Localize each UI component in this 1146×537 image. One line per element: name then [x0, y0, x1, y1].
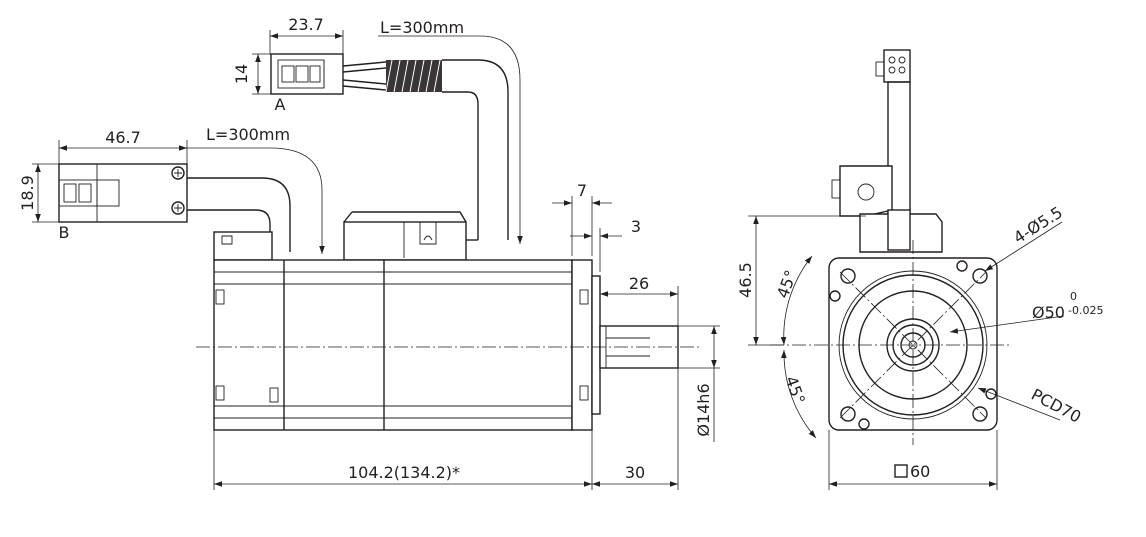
connector-a-letter: A: [275, 95, 286, 114]
shaft-length-label: 26: [629, 274, 649, 293]
connector-b-cable-length-label: L=300mm: [206, 125, 290, 144]
motor-flange: [571, 259, 593, 431]
angle-top-label: 45°: [773, 268, 801, 301]
front-connector-a: [883, 49, 911, 83]
mounting-hole: [840, 406, 856, 422]
square-size-label: 60: [910, 462, 930, 481]
connector-a-cable: [442, 59, 509, 240]
shaft-total-length-label: 30: [625, 463, 645, 482]
connector-a-height-label: 14: [232, 64, 251, 84]
front-connector-b: [839, 165, 893, 217]
connector-b-height-label: 18.9: [18, 175, 37, 211]
connector-b-screw-icon: [171, 166, 185, 180]
front-height-label: 46.5: [736, 262, 755, 298]
square-symbol-icon: [894, 464, 908, 478]
motor-body: [213, 259, 573, 431]
rear-cable-gland: [213, 231, 273, 261]
motor-spigot: [591, 275, 601, 415]
body-length-label: 104.2(134.2)*: [348, 463, 460, 482]
connector-b-cable: [187, 177, 291, 252]
motor-front-view: 45° 45° 46.5 4-Ø5.5 Ø50 0 -0.025 PCD70 6…: [736, 49, 1103, 490]
connector-a-width-label: 23.7: [288, 15, 324, 34]
connector-b-letter: B: [59, 223, 70, 242]
motor-side-view: 7 3 26 Ø14h6 104.2(134.2)* 30: [196, 181, 720, 490]
connector-b-width-label: 46.7: [105, 128, 141, 147]
shaft-diameter-label: Ø14h6: [694, 383, 713, 436]
connector-a-housing: [270, 53, 344, 95]
angle-bottom-label: 45°: [781, 374, 809, 407]
flange-thickness-label: 7: [577, 181, 587, 200]
mounting-hole: [972, 268, 988, 284]
mounting-hole: [840, 268, 856, 284]
connector-b-housing: [58, 163, 188, 223]
mounting-hole: [972, 406, 988, 422]
connector-a: 23.7 L=300mm 14 A: [232, 15, 523, 244]
pilot-tolerance-lower: -0.025: [1068, 304, 1103, 317]
pilot-tolerance-upper: 0: [1070, 290, 1077, 303]
spigot-depth-label: 3: [631, 217, 641, 236]
connector-a-cable-length-label: L=300mm: [380, 18, 464, 37]
pcd-label: PCD70: [1028, 385, 1084, 427]
connector-b: 46.7 L=300mm 18.9 B: [18, 125, 325, 254]
encoder-connector-box: [343, 221, 467, 261]
connector-b-screw-icon: [171, 201, 185, 215]
pilot-diameter-label: Ø50: [1032, 303, 1065, 322]
